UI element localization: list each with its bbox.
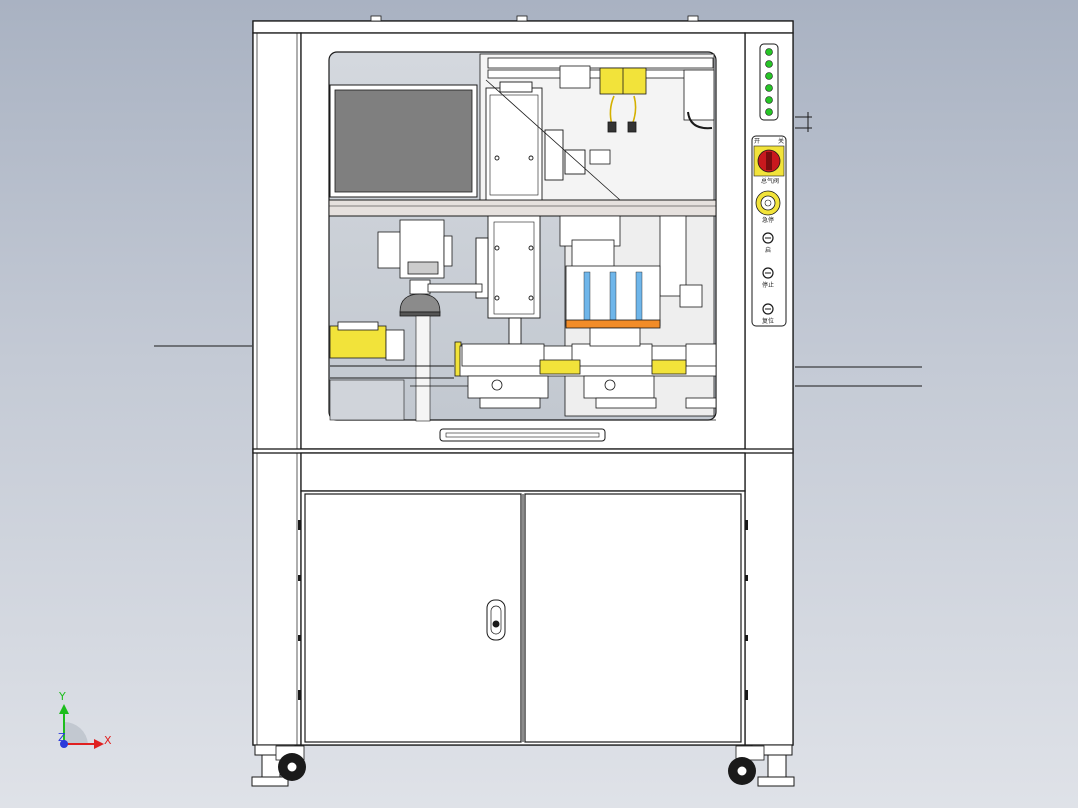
indicator-light [765, 96, 773, 104]
status-indicators [765, 48, 773, 116]
right-door[interactable] [524, 493, 742, 743]
rail-carriage [559, 65, 591, 89]
left-foot-pad [251, 776, 289, 787]
motor-block [377, 231, 403, 269]
indicator-light [765, 60, 773, 68]
fixture-right [685, 343, 717, 367]
motor-cover [683, 69, 715, 121]
window-handle[interactable] [439, 428, 606, 442]
left-feeder [329, 321, 470, 421]
cabinet-feet [251, 744, 795, 787]
cross-beam [328, 199, 717, 217]
air-hose [687, 111, 713, 130]
indicator-light [765, 108, 773, 116]
lower-doors [304, 493, 742, 743]
actuator-upper-body [485, 87, 543, 201]
reset-button[interactable] [762, 303, 774, 315]
door-lock-handle-icon[interactable] [486, 599, 506, 641]
dispensing-head [377, 219, 483, 422]
estop-caption: 急停 [762, 216, 774, 224]
y-axis-label: Y [58, 690, 66, 703]
left-door[interactable] [304, 493, 522, 743]
rotary-switch-icon[interactable] [753, 145, 785, 177]
indicator-light [765, 72, 773, 80]
right-bracket [679, 284, 703, 308]
stop-button[interactable] [762, 267, 774, 279]
upper-rail-assembly [485, 57, 715, 308]
indicator-strip [759, 43, 779, 121]
top-bolt [370, 15, 382, 22]
switch-label-on: 开 [754, 138, 760, 145]
control-panel: 开 关 总气阀 急停 启 停止 复位 [751, 43, 787, 327]
actuator-rod [508, 317, 522, 345]
valve-block [544, 129, 564, 181]
switch-caption: 总气阀 [761, 177, 779, 185]
small-fitting [589, 149, 611, 165]
start-caption: 启 [765, 246, 771, 254]
horizontal-arm [427, 283, 483, 293]
actuator-bracket [475, 237, 489, 299]
emergency-stop-icon[interactable] [755, 190, 781, 216]
drawer-band [300, 452, 746, 492]
left-column [252, 32, 302, 746]
monitor [329, 84, 478, 198]
work-table [459, 343, 717, 421]
vertical-actuator [475, 81, 586, 345]
coordinate-triad: Y X Z [58, 690, 112, 749]
monitor-screen [334, 89, 473, 193]
caster-wheel-icon [275, 745, 306, 781]
actuator-cap [499, 81, 533, 93]
right-support-post [659, 215, 687, 297]
top-bolt [516, 15, 528, 22]
top-bolt [687, 15, 699, 22]
dimension-lines [154, 112, 922, 387]
z-axis-label: Z [58, 731, 66, 744]
window-handle-bar[interactable] [439, 428, 606, 442]
head-shaft [415, 315, 431, 422]
nozzle-mount [409, 279, 431, 295]
upper-rail [487, 57, 714, 69]
start-button[interactable] [762, 232, 774, 244]
suction-cup [399, 293, 441, 313]
button-panel [751, 135, 787, 327]
x-axis-label: X [104, 734, 112, 747]
feeder-yellow-block [329, 325, 387, 359]
caster-wheel-icon [728, 745, 765, 785]
fixture-left [461, 343, 545, 367]
hinge-marks [298, 520, 748, 700]
reset-caption: 复位 [762, 317, 774, 325]
actuator-lower-body [487, 215, 541, 319]
valve-fitting [564, 149, 586, 175]
fixture-center [571, 343, 653, 367]
fixture-base-left [467, 375, 549, 399]
right-leveling-screw [767, 754, 787, 778]
cabinet-top-cap [252, 20, 794, 34]
right-foot-pad [757, 776, 795, 787]
cartridge-base-orange [565, 319, 661, 329]
top-bolts [370, 15, 699, 22]
indicator-light [765, 48, 773, 56]
cartridge-holder [565, 239, 661, 347]
z-axis-dot [60, 740, 68, 748]
fixture-base-center [583, 375, 655, 399]
stop-caption: 停止 [762, 281, 774, 289]
switch-label-off: 关 [778, 137, 784, 145]
indicator-light [765, 84, 773, 92]
